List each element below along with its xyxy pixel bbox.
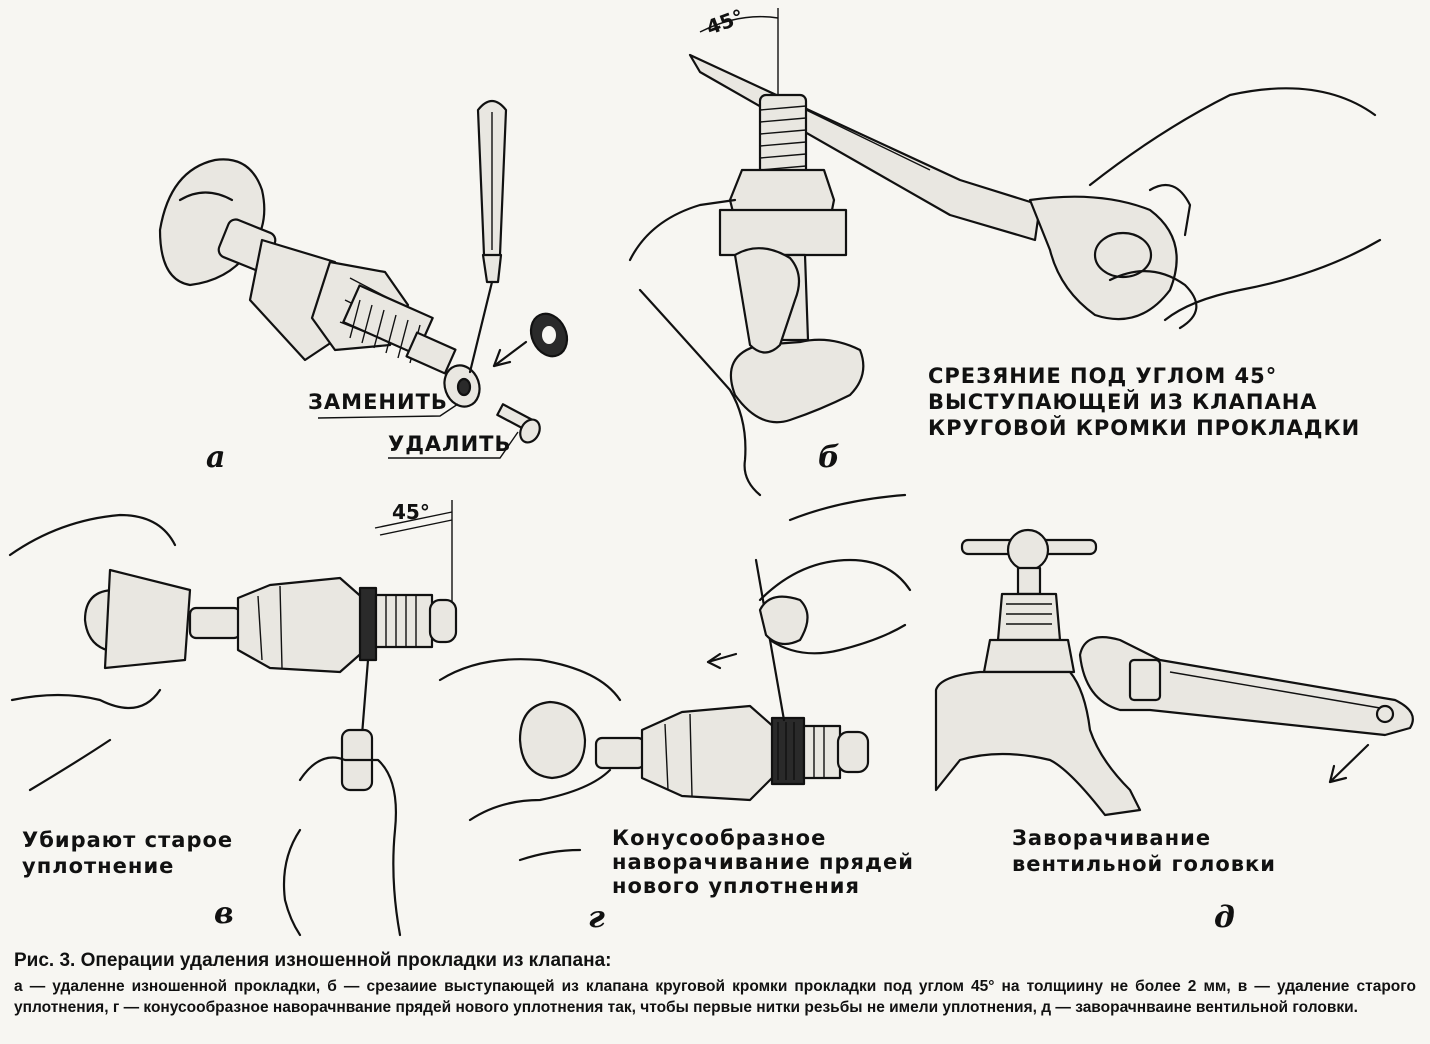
panel-letter-d: д: [1214, 900, 1235, 935]
label-b-line-2: ВЫСТУПАЮЩЕЙ ИЗ КЛАПАНА: [928, 390, 1318, 414]
panel-b-drawing: [628, 8, 1382, 497]
valve-stem-b: [718, 93, 848, 342]
label-d-line-1: Заворачивание: [1012, 826, 1212, 850]
right-hand-b: [1088, 87, 1382, 330]
label-b-line-3: КРУГОВОЙ КРОМКИ ПРОКЛАДКИ: [928, 416, 1361, 440]
figure-illustrations: ЗАМЕНИТЬ УДАЛИТЬ а 45° СРЕЗЯНИЕ ПОД УГЛО…: [8, 4, 1414, 937]
label-g-line-3: нового уплотнения: [612, 874, 860, 898]
label-remove: УДАЛИТЬ: [388, 432, 512, 456]
figure-drawing: [8, 8, 1414, 937]
figure-caption: Рис. 3. Операции удаления изношенной про…: [14, 950, 1416, 1018]
leader-line-replace: [317, 403, 459, 419]
right-hand-v: [282, 756, 402, 937]
panel-letter-v: в: [214, 896, 234, 931]
arrow-head-d: [1328, 764, 1348, 784]
label-v-line-2: уплотнение: [22, 854, 175, 878]
caption-body: а — удаленне изношенной прокладки, б — с…: [14, 978, 1416, 1016]
label-g-line-2: наворачивание прядей: [612, 850, 914, 874]
arrow-d: [1328, 743, 1370, 784]
tap-handle-d: [960, 528, 1098, 596]
panel-d-drawing: [934, 528, 1414, 817]
valve-body-g: [594, 704, 870, 802]
screw-to-remove: [496, 403, 541, 444]
valve-handle-b: [729, 338, 865, 424]
valve-body-v: [188, 576, 458, 674]
panel-letter-a: а: [206, 440, 226, 475]
tap-body-d: [934, 592, 1142, 817]
label-replace: ЗАМЕНИТЬ: [308, 390, 448, 414]
arrow-g: [706, 652, 738, 664]
panel-letter-b: б: [818, 440, 840, 475]
left-hand-v: [8, 513, 192, 792]
label-b-line-1: СРЕЗЯНИЕ ПОД УГЛОМ 45°: [928, 364, 1278, 388]
panel-letter-g: г: [588, 900, 605, 935]
hook-tool-v: [340, 658, 374, 792]
valve-body-a: [217, 218, 457, 375]
angle-label-v: 45°: [392, 500, 430, 524]
angle-arc-b: [699, 15, 779, 33]
panel-g-drawing: [438, 493, 912, 862]
caption-title: Рис. 3. Операции удаления изношенной про…: [14, 950, 612, 971]
label-d-line-2: вентильной головки: [1012, 852, 1277, 876]
panel-a-drawing: [158, 99, 569, 459]
left-hand-g: [438, 658, 622, 862]
arrow-to-gasket: [492, 340, 528, 368]
angle-lines-v: [374, 511, 453, 536]
right-hand-g: [758, 493, 912, 655]
panel-v-drawing: [8, 500, 458, 937]
label-g-line-1: Конусообразное: [612, 826, 827, 850]
adjustable-wrench: [1078, 636, 1414, 737]
label-v-line-1: Убирают старое: [22, 828, 234, 852]
arrow-head-g: [706, 652, 722, 670]
leader-line-remove: [388, 431, 519, 459]
awl-tool: [468, 99, 508, 374]
new-gasket: [529, 312, 569, 358]
left-hand-b: [628, 198, 801, 497]
arrow-head-a: [492, 348, 512, 368]
gasket-on-valve: [443, 364, 481, 408]
